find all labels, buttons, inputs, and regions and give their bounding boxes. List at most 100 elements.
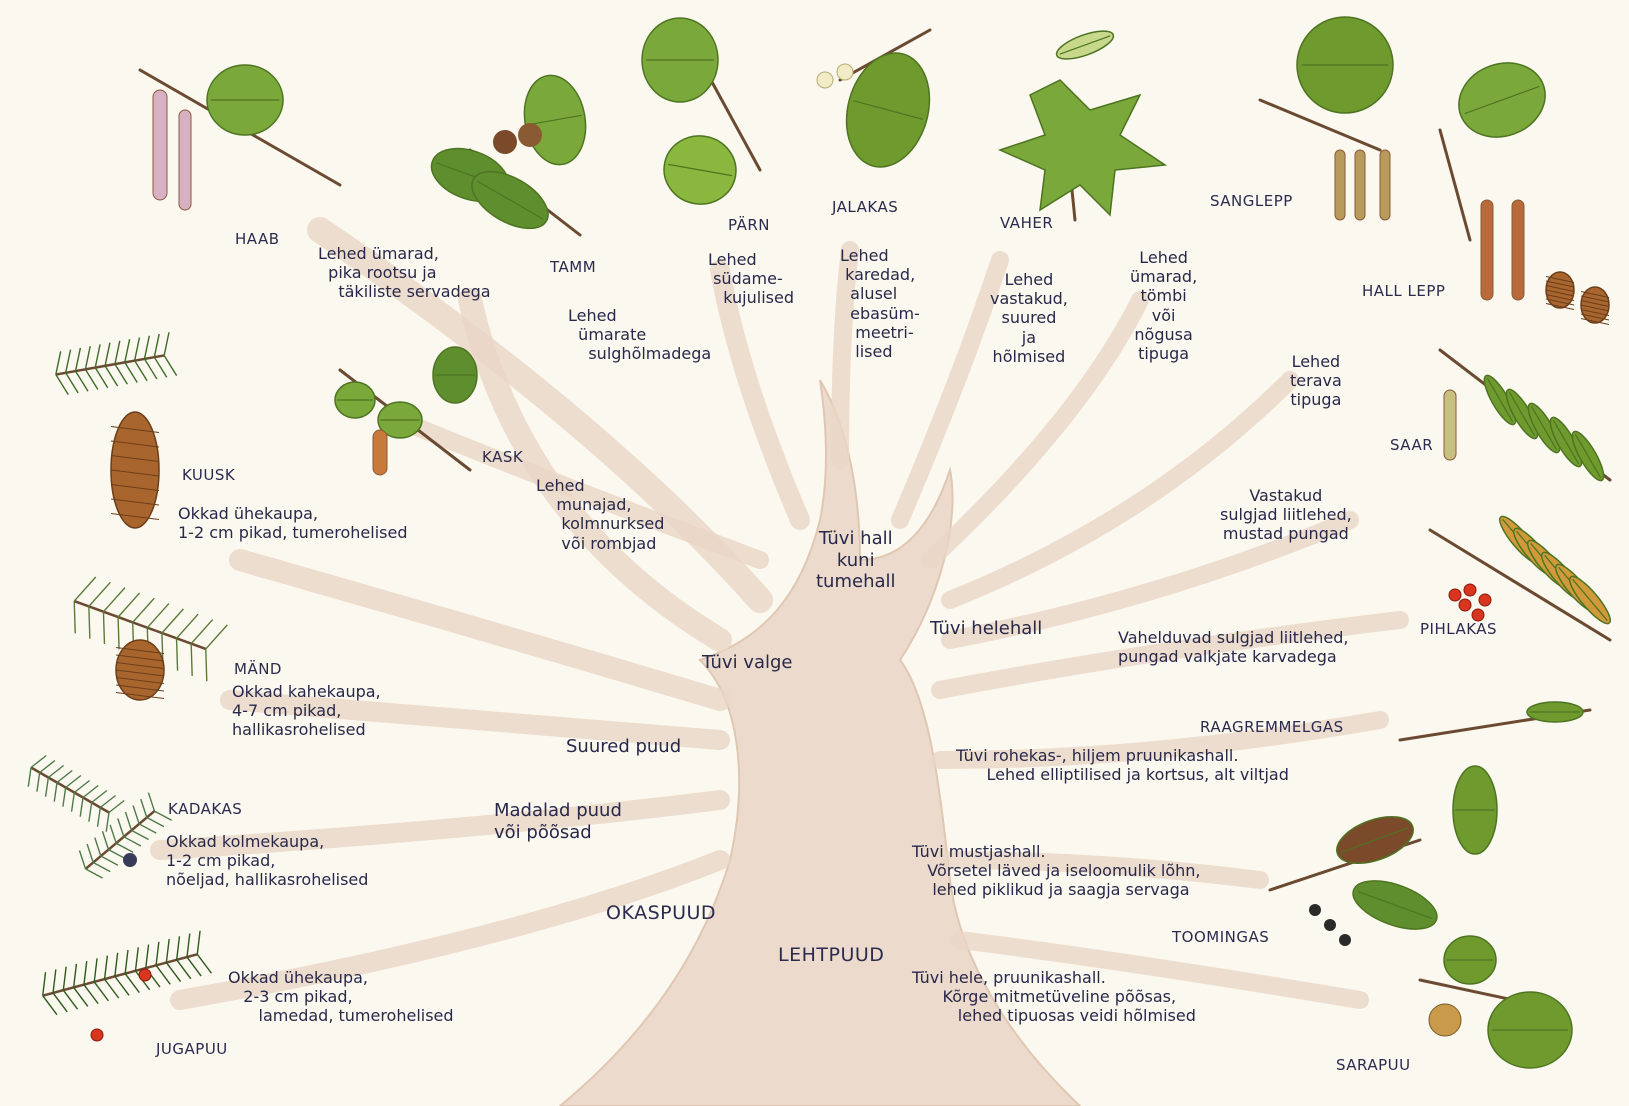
tree-desc-saar: Vastakud sulgjad liitlehed, mustad punga…: [1220, 486, 1352, 544]
needle: [111, 341, 123, 364]
needle: [109, 953, 123, 977]
tree-desc-haab: Lehed ümarad, pika rootsu ja täkiliste s…: [318, 244, 491, 302]
needle: [187, 955, 201, 979]
needle: [171, 936, 185, 960]
needle: [118, 589, 140, 621]
needle-stem: [31, 768, 109, 813]
berry: [1464, 584, 1476, 596]
tree-name-saar: SAAR: [1390, 436, 1433, 454]
tree-name-sanglepp: SANGLEPP: [1210, 192, 1293, 210]
needle: [115, 974, 129, 998]
berry: [1479, 594, 1491, 606]
cone-body: [116, 640, 164, 700]
hall-lepp-cone: [1546, 272, 1574, 310]
sarapuu-leaf: [1444, 936, 1496, 984]
needle: [140, 945, 154, 969]
jalakas-flower: [817, 72, 833, 88]
needle: [154, 356, 166, 379]
needle: [78, 961, 92, 985]
needle: [91, 344, 103, 367]
tree-name-hall-lepp: HALL LEPP: [1362, 282, 1445, 300]
group-label-low-trees: Madalad puud või põõsad: [494, 800, 622, 843]
tree-desc-vaher: Lehed vastakud, suured ja hõlmised: [990, 270, 1068, 366]
needle: [95, 366, 107, 389]
haab-leaf: [207, 65, 283, 135]
tree-desc-hall-lepp: Lehed terava tipuga: [1290, 352, 1342, 410]
needle: [109, 797, 124, 816]
trunk-note-light-gray: Tüvi helehall: [930, 618, 1042, 640]
needle: [177, 610, 199, 642]
needle: [79, 606, 101, 638]
kuusk-cone: [111, 412, 159, 528]
group-label-conifers: OKASPUUD: [606, 902, 716, 925]
tree-desc-mand: Okkad kahekaupa, 4-7 cm pikad, hallikasr…: [232, 682, 381, 740]
needle: [82, 346, 94, 369]
tamm-acorn: [493, 130, 517, 154]
hall-lepp-leaf: [1448, 51, 1555, 149]
tree-name-toomingas: TOOMINGAS: [1172, 928, 1269, 946]
kask-leaf: [433, 347, 477, 403]
kadakas-branch: [22, 752, 124, 832]
jalakas-flower: [837, 64, 853, 80]
needle: [76, 370, 88, 393]
tree-name-kask: KASK: [482, 448, 523, 466]
needle: [37, 972, 51, 996]
sarapuu-nut: [1429, 1004, 1461, 1036]
needle: [181, 934, 195, 958]
needle: [166, 638, 188, 670]
berry: [1449, 589, 1461, 601]
raagremmelgas-leaf: [1527, 702, 1583, 722]
tamm-acorn: [518, 123, 542, 147]
tree-name-jalakas: JALAKAS: [832, 198, 898, 216]
pihlakas-leaflet: [1565, 572, 1616, 628]
tree-name-kuusk: KUUSK: [182, 466, 235, 484]
needle: [105, 977, 119, 1001]
kuusk-branch: [52, 332, 177, 396]
needle: [105, 364, 117, 387]
tree-desc-kuusk: Okkad ühekaupa, 1-2 cm pikad, tumeroheli…: [178, 504, 407, 542]
mand-cone: [116, 640, 164, 700]
tree-desc-tamm: Lehed ümarate sulghõlmadega: [568, 306, 711, 364]
sanglepp-leaf: [1297, 17, 1393, 113]
hall-lepp-twig: [1440, 130, 1470, 240]
parn-leaf: [659, 130, 742, 209]
needle: [192, 931, 206, 955]
haab-catkin: [179, 110, 191, 210]
needle: [161, 939, 175, 963]
needle: [58, 967, 72, 991]
jalakas-leaf: [834, 44, 941, 177]
tree-name-jugapuu: JUGAPUU: [156, 1040, 228, 1058]
raagremmelgas-leaf: [1453, 766, 1497, 854]
needle: [62, 350, 74, 373]
tree-desc-raagremmelgas: Tüvi rohekas-, hiljem pruunikashall. Leh…: [956, 746, 1289, 784]
tree-desc-pihlakas: Vahelduvad sulgjad liitlehed, pungad val…: [1118, 628, 1348, 666]
needle: [191, 615, 213, 647]
haab-catkin: [153, 90, 167, 200]
needle: [181, 644, 203, 676]
needle: [160, 332, 172, 355]
tree-desc-sarapuu: Tüvi hele, pruunikashall. Kõrge mitmetüv…: [912, 968, 1196, 1026]
needle: [108, 617, 130, 649]
needle: [94, 980, 108, 1004]
needle: [143, 793, 160, 811]
trunk-note-gray: Tüvi hall kuni tumehall: [816, 528, 896, 593]
needle: [101, 343, 113, 366]
needle: [197, 952, 211, 976]
needle: [133, 594, 155, 626]
tamm-leaf: [518, 70, 593, 169]
group-label-deciduous: LEHTPUUD: [778, 944, 884, 967]
tree-desc-sanglepp: Lehed ümarad, tömbi või nõgusa tipuga: [1130, 248, 1197, 363]
kask-catkin: [373, 430, 387, 475]
needle: [85, 368, 97, 391]
hall-lepp-catkin: [1512, 200, 1524, 300]
toomingas-leaf: [1347, 871, 1443, 939]
hall-lepp-catkin: [1481, 200, 1493, 300]
needle: [164, 354, 176, 377]
tree-name-sarapuu: SARAPUU: [1336, 1056, 1411, 1074]
parn-leaf: [642, 18, 718, 102]
needle: [100, 813, 115, 832]
needle: [53, 991, 67, 1015]
needle: [156, 963, 170, 987]
